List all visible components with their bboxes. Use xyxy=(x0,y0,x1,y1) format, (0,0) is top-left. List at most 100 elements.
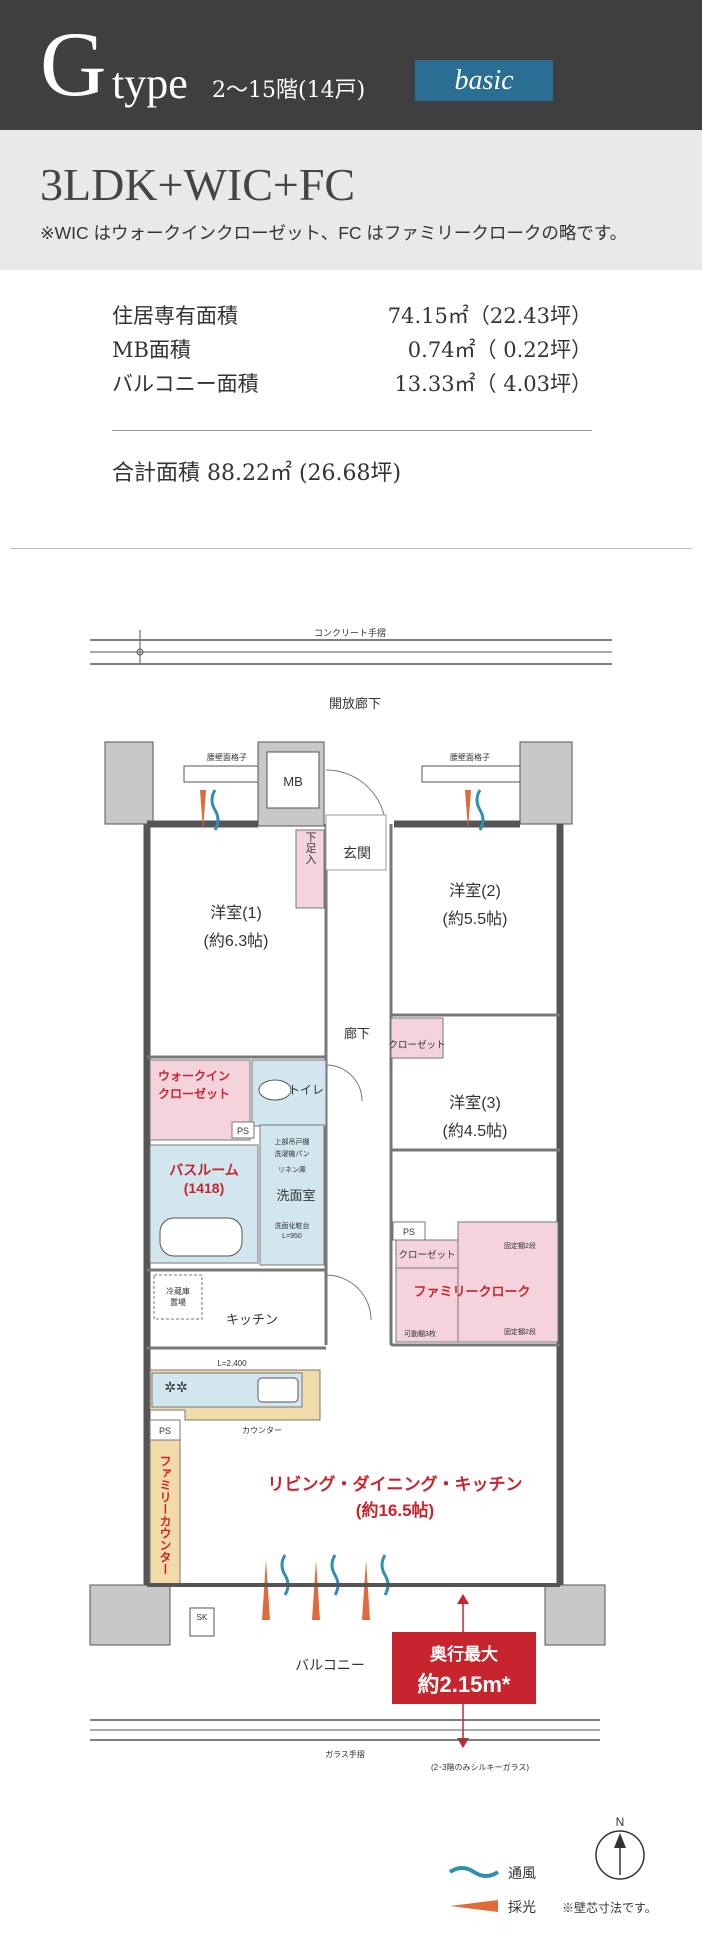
abbrev-note: ※WIC はウォークインクローゼット、FC はファミリークロークの略です。 xyxy=(40,223,628,243)
layout-title: 3LDK+WIC+FC xyxy=(40,159,356,210)
sink-icon xyxy=(257,1377,299,1403)
area-label: バルコニー面積 xyxy=(112,372,259,396)
bathtub xyxy=(159,1217,243,1257)
compass-icon xyxy=(595,1830,645,1880)
total-area: 合計面積 88.22㎡ (26.68坪) xyxy=(112,461,402,486)
legend-light-label: 採光 xyxy=(508,1899,536,1915)
area-table: 住居専有面積 74.15㎡（22.43坪） MB面積 0.74㎡（ 0.22坪） バ… xyxy=(112,300,592,402)
mb-label: MB xyxy=(283,774,303,789)
washroom-area xyxy=(259,1124,325,1266)
room1-size: (約6.3帖) xyxy=(204,932,269,950)
linen-label: リネン庫 xyxy=(278,1165,306,1174)
pillar-right xyxy=(519,741,573,825)
light-arrows xyxy=(200,790,471,1620)
area-label: MB面積 xyxy=(112,338,191,362)
fridge-space xyxy=(153,1274,203,1320)
toilet-bowl xyxy=(258,1079,292,1101)
section-divider xyxy=(10,548,692,549)
bath-label-line1: バスルーム xyxy=(169,1162,239,1178)
toilet-door-swing xyxy=(325,1064,363,1102)
legend-wind-icon xyxy=(448,1866,500,1878)
area-row: 住居専有面積 74.15㎡（22.43坪） xyxy=(112,300,592,334)
window-top-left xyxy=(183,765,259,783)
sk-label: SK xyxy=(197,1613,208,1622)
counter-label: カウンター xyxy=(242,1426,282,1435)
room1-name: 洋室(1) xyxy=(210,904,262,922)
legend-light-icon xyxy=(450,1900,498,1912)
washroom-label: 洗面室 xyxy=(276,1188,315,1203)
family-counter xyxy=(149,1439,181,1586)
vent-window-label-right: 腰壁面格子 xyxy=(450,752,490,762)
entrance-floor xyxy=(325,814,387,871)
open-corridor-label: 開放廊下 xyxy=(329,696,381,711)
ldk-name: リビング・ダイニング・キッチン xyxy=(268,1474,523,1494)
concrete-rail xyxy=(90,630,612,665)
glass-note-label: (2･3階のみシルキーガラス) xyxy=(431,1762,529,1772)
type-word: type xyxy=(112,59,188,108)
depth-label-line2: 約2.15m* xyxy=(418,1672,511,1697)
fridge-label-line2: 置場 xyxy=(170,1297,186,1307)
ps-label-2: PS xyxy=(403,1227,415,1237)
basic-badge: basic xyxy=(415,60,553,101)
fixed-shelf-label-2: 固定棚2段 xyxy=(504,1327,536,1336)
closet2-label: クローゼット xyxy=(398,1249,455,1261)
depth-arrow-top xyxy=(457,1594,469,1604)
area-divider xyxy=(112,430,592,431)
depth-label-line1: 奥行最大 xyxy=(430,1644,498,1664)
hallway-label: 廊下 xyxy=(344,1026,370,1041)
closet-room3 xyxy=(395,1239,459,1269)
ps-label-3: PS xyxy=(159,1426,171,1436)
wic-label-line1: ウォークイン xyxy=(158,1069,230,1083)
stove-icon: ✲✲ xyxy=(164,1380,187,1396)
family-cloak-room xyxy=(457,1221,559,1343)
washer-pan-label: 洗濯機パン xyxy=(274,1149,309,1158)
upper-cabinet-label: 上部吊戸棚 xyxy=(275,1137,310,1146)
legend-footnote: ※壁芯寸法です。 xyxy=(562,1900,657,1915)
pillar-left xyxy=(104,741,154,825)
ps-box-1 xyxy=(231,1121,255,1139)
room2-size: (約5.5帖) xyxy=(443,910,508,928)
balcony-pillar-right xyxy=(544,1584,606,1646)
sk-box xyxy=(189,1607,215,1637)
glass-rail xyxy=(90,1719,600,1741)
vent-window-label-left: 腰壁面格子 xyxy=(207,752,247,762)
legend-wind-label: 通風 xyxy=(508,1865,536,1881)
room2-name: 洋室(2) xyxy=(449,882,501,900)
compass-n-label: N xyxy=(616,1815,625,1829)
area-row: MB面積 0.74㎡（ 0.22坪） xyxy=(112,334,592,368)
compass-arrow-icon xyxy=(614,1833,626,1848)
area-row: バルコニー面積 13.33㎡（ 4.03坪） xyxy=(112,368,592,402)
family-cloak-ext xyxy=(395,1267,459,1343)
closet-room2 xyxy=(390,1017,444,1059)
area-value: 13.33㎡（ 4.03坪） xyxy=(394,372,592,396)
vanity-size-label: L=950 xyxy=(282,1233,302,1240)
interior-walls xyxy=(147,824,560,1350)
concrete-rail-label: コンクリート手摺 xyxy=(314,627,386,638)
ps-label-1: PS xyxy=(237,1126,249,1136)
shoe-box xyxy=(295,829,325,909)
balcony-pillar-left xyxy=(89,1584,171,1646)
kitchen-label: キッチン xyxy=(226,1312,278,1327)
fridge-label-line1: 冷蔵庫 xyxy=(166,1286,190,1296)
room3-size: (約4.5帖) xyxy=(443,1122,508,1140)
area-value: 0.74㎡（ 0.22坪） xyxy=(407,338,592,362)
header-bar: G type 2〜15階(14戸) basic xyxy=(0,0,702,130)
shoe-box-label: 下足入 xyxy=(304,832,317,865)
glass-rail-label: ガラス手摺 xyxy=(325,1749,365,1759)
closet-label: クローゼット xyxy=(388,1039,445,1051)
exterior-walls xyxy=(143,820,564,1585)
family-cloak-label: ファミリークローク xyxy=(413,1284,530,1299)
kitchen-length-label: L=2,400 xyxy=(217,1359,247,1368)
area-label: 住居専有面積 xyxy=(112,304,238,328)
toilet-label: トイレ xyxy=(288,1083,324,1097)
ventilation-arrows xyxy=(210,789,485,1596)
balcony-label: バルコニー xyxy=(295,1657,365,1673)
family-counter-label: ファミリーカウンター xyxy=(158,1455,172,1575)
bath-label-line2: (1418) xyxy=(184,1180,224,1196)
movable-shelf-label: 可動棚3枚 xyxy=(404,1329,436,1338)
area-value: 74.15㎡（22.43坪） xyxy=(387,304,592,328)
plan-type-bar: 3LDK+WIC+FC ※WIC はウォークインクローゼット、FC はファミリー… xyxy=(0,130,702,270)
type-letter: G xyxy=(40,13,107,115)
window-top-right xyxy=(421,765,521,783)
